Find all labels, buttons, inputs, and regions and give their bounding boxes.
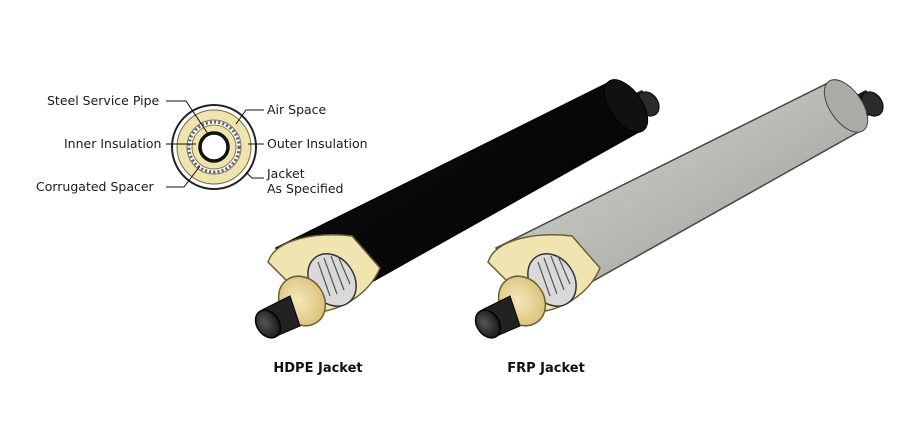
label-jacket: Jacket [266,166,305,181]
frp-spacer-ribs [537,255,571,297]
steel-service-pipe [198,131,230,163]
label-outer-insulation: Outer Insulation [267,136,368,151]
hdpe-steel-pipe-end [254,309,282,339]
label-steel-service-pipe: Steel Service Pipe [47,93,160,108]
caption-frp-jacket: FRP Jacket [507,361,585,376]
frp-steel-pipe-end [474,309,502,339]
label-air-space: Air Space [267,102,327,117]
caption-hdpe-jacket: HDPE Jacket [273,361,362,376]
pipe-hdpe: HDPE Jacket [254,79,660,376]
label-corrugated-spacer: Corrugated Spacer [36,179,155,194]
label-inner-insulation: Inner Insulation [64,136,161,151]
leader-lines [166,100,264,188]
cross-section: Steel Service Pipe Air Space Inner Insul… [36,93,368,196]
hdpe-spacer-ribs [317,255,351,297]
corrugated-spacer [187,120,241,174]
label-as-specified: As Specified [267,181,343,196]
pipe-frp: FRP Jacket [474,79,884,376]
